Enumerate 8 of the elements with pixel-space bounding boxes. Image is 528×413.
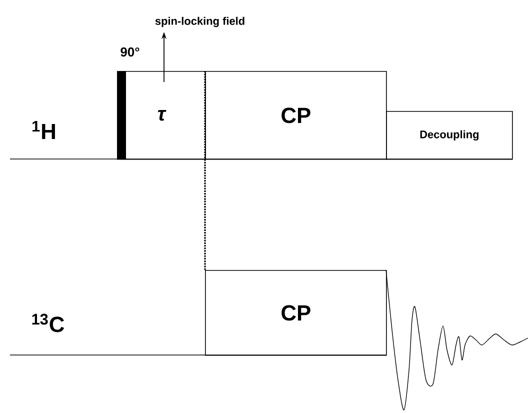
pulse-box: CP xyxy=(205,71,387,160)
nucleus-label: $^{13}$C xyxy=(32,314,64,332)
pulse-box: CP xyxy=(205,270,387,356)
pulse-angle-label: 90° xyxy=(120,47,140,57)
pulse-box: Decoupling xyxy=(386,111,513,160)
field-label: spin-locking field xyxy=(155,16,244,28)
nucleus-label: $^{1}$H xyxy=(32,120,55,140)
dotted-line xyxy=(204,71,206,270)
